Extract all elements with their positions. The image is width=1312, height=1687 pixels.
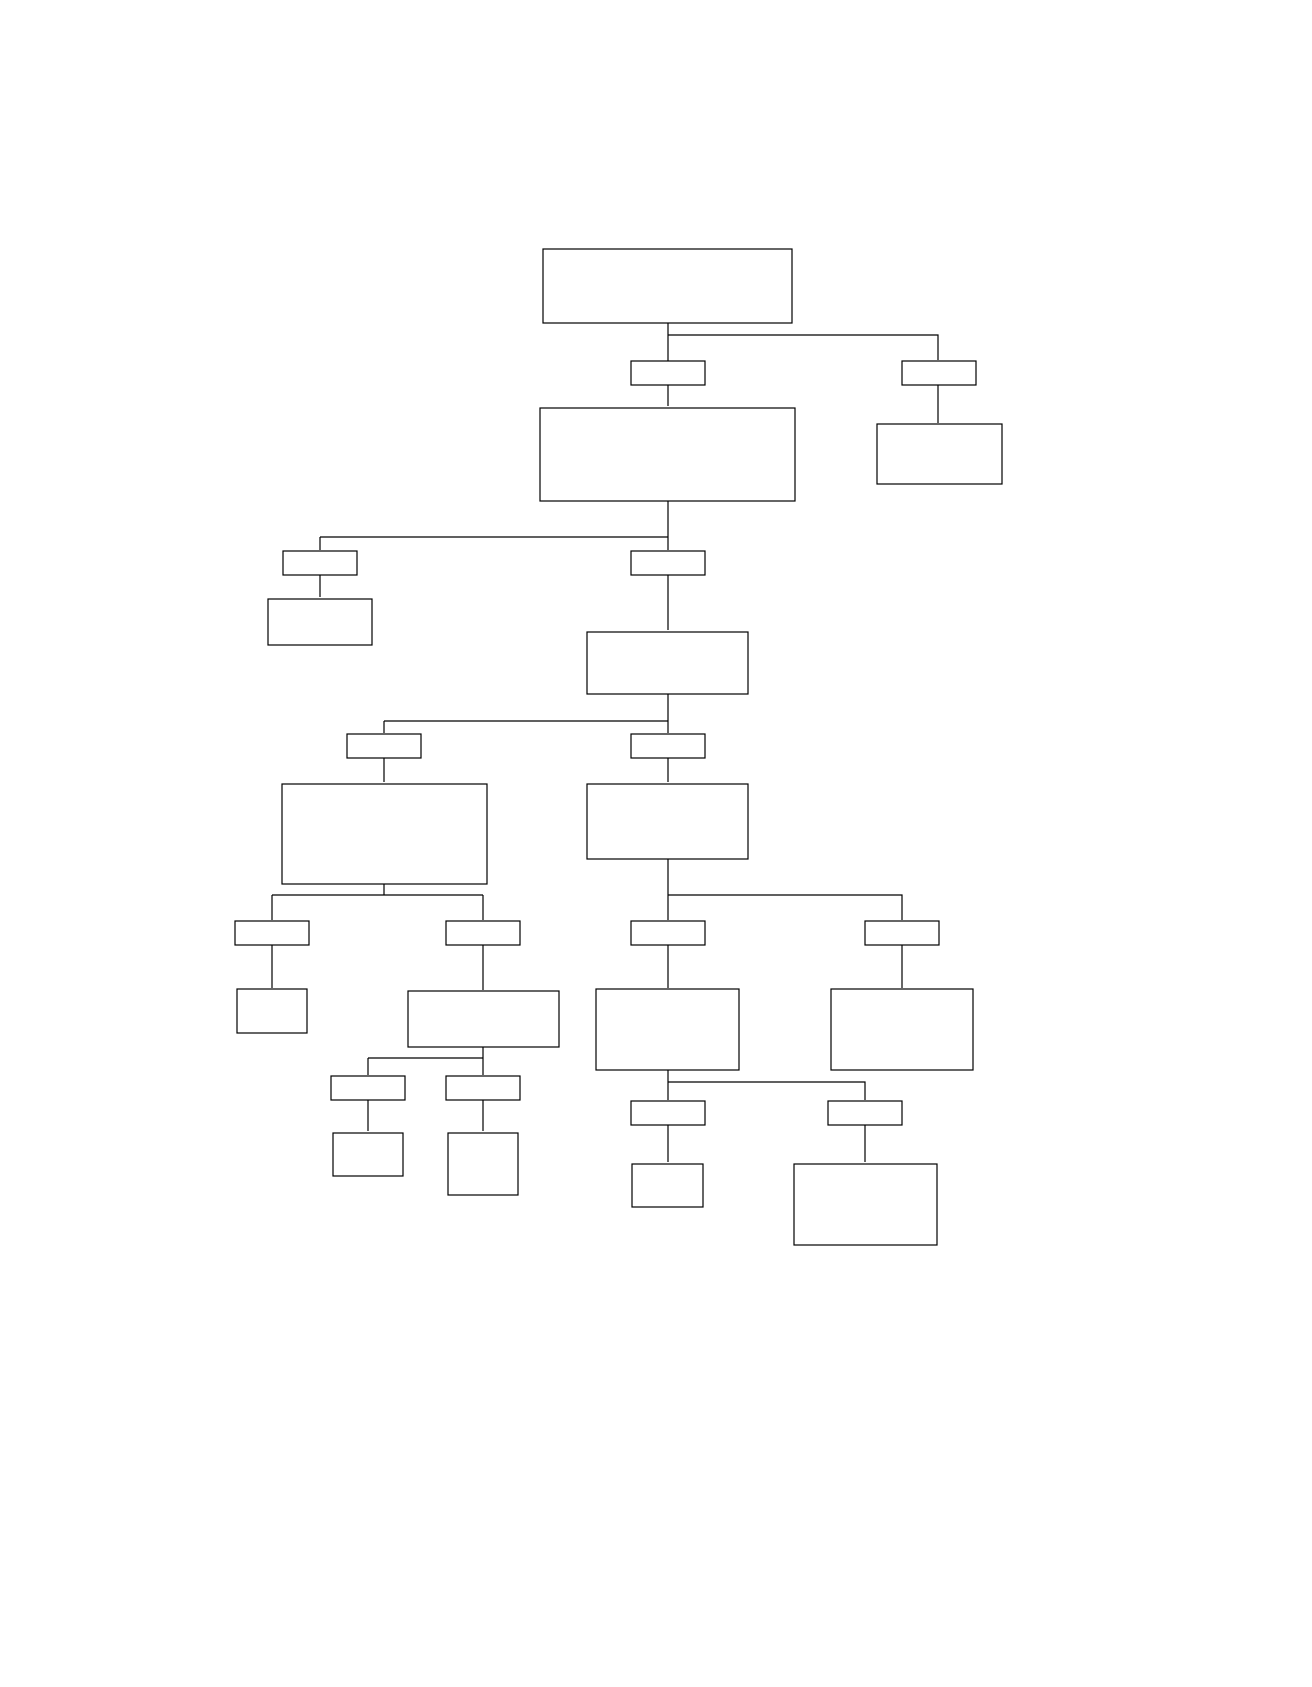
connector-mid — [383, 693, 669, 782]
edge-label-root-main — [630, 360, 706, 386]
connector-right-branch — [667, 859, 903, 988]
rba-leaf-b-node — [793, 1163, 938, 1246]
connector-root — [667, 323, 939, 423]
connector-left-branch — [271, 884, 484, 990]
rb-node-a — [595, 988, 740, 1071]
root-node — [542, 248, 793, 324]
edge-label-main-mid — [630, 550, 706, 576]
edge-label-rba-a — [630, 1100, 706, 1126]
connector-lb-node-b — [367, 1047, 484, 1131]
edge-label-rb-b — [864, 920, 940, 946]
edge-label-rba-b — [827, 1100, 903, 1126]
edge-label-lb-a — [234, 920, 310, 946]
lb-node-b — [407, 990, 560, 1048]
edge-label-lbb-b — [445, 1075, 521, 1101]
edge-label-lbb-a — [330, 1075, 406, 1101]
rb-leaf-b-node — [830, 988, 974, 1071]
right-branch-node — [586, 783, 749, 860]
edge-label-mid-right — [630, 733, 706, 759]
nodes — [234, 248, 1003, 1246]
rba-leaf-a-node — [631, 1163, 704, 1208]
right-leaf-node — [876, 423, 1003, 485]
left-leaf-node — [267, 598, 373, 646]
edge-label-main-left — [282, 550, 358, 576]
edge-label-mid-left — [346, 733, 422, 759]
mid-node — [586, 631, 749, 695]
lbb-leaf-a-node — [332, 1132, 404, 1177]
connectors — [271, 323, 939, 1162]
lbb-leaf-b-node — [447, 1132, 519, 1196]
edge-label-lb-b — [445, 920, 521, 946]
left-branch-node — [281, 783, 488, 885]
edge-label-root-right — [901, 360, 977, 386]
lb-leaf-a-node — [236, 988, 308, 1034]
connector-main — [319, 500, 669, 630]
connector-rb-node-a — [667, 1070, 866, 1162]
main-node — [539, 407, 796, 502]
edge-label-rb-a — [630, 920, 706, 946]
